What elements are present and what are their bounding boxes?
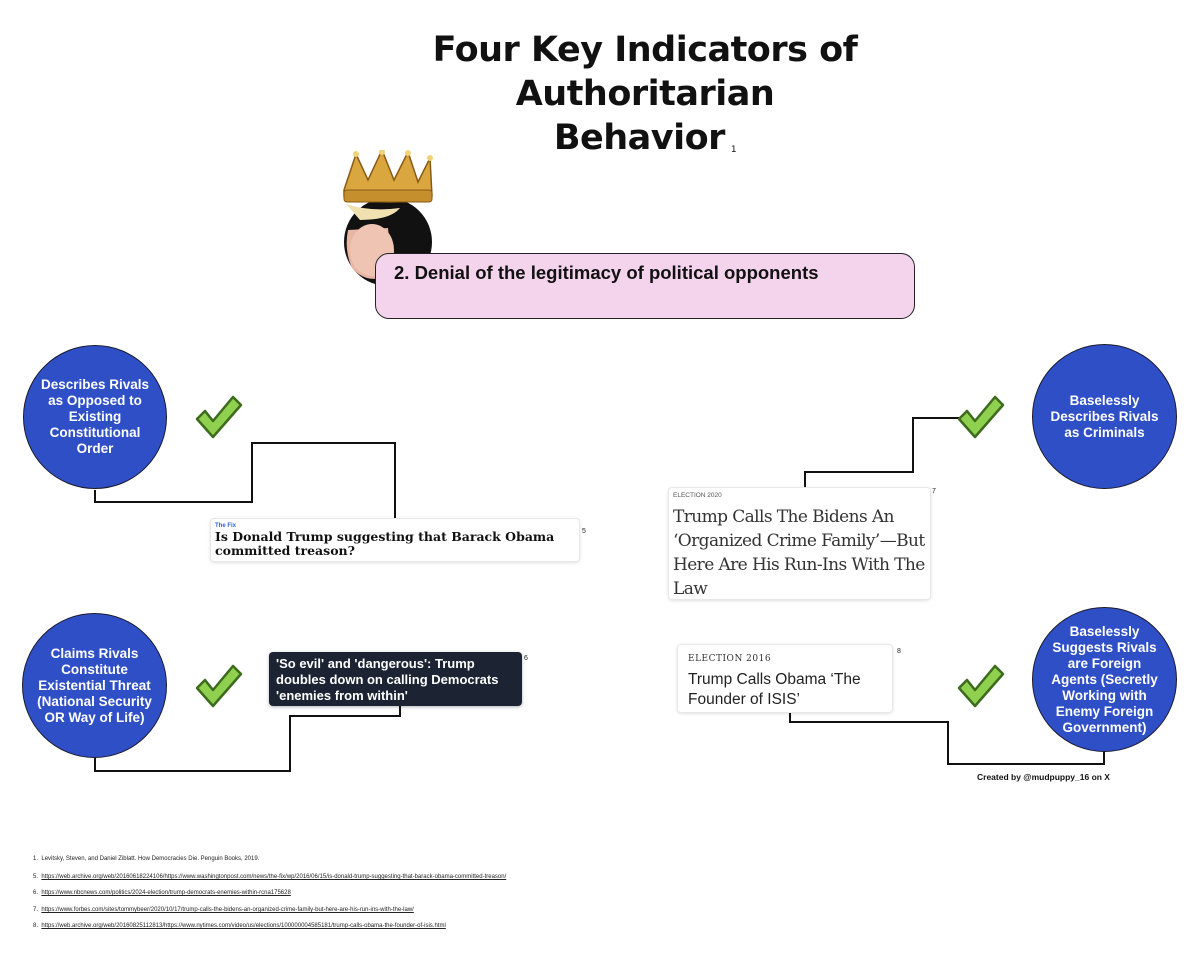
- page-title: Four Key Indicators of Authoritarian Beh…: [300, 28, 990, 160]
- indicator-label: Baselessly Suggests Rivals are Foreign A…: [1051, 623, 1158, 735]
- footnote-ref: 5: [582, 528, 586, 535]
- indicator-existential-threat: Claims Rivals Constitute Existential Thr…: [22, 613, 167, 758]
- card-headline: Trump Calls The Bidens An ‘Organized Cri…: [673, 507, 925, 599]
- check-mark-icon: [195, 664, 243, 708]
- title-line-2: Behavior 1: [300, 116, 990, 160]
- indicator-label: Claims Rivals Constitute Existential Thr…: [37, 645, 152, 725]
- footnote-item[interactable]: 8. https://web.archive.org/web/201608251…: [33, 923, 446, 929]
- footnote-link[interactable]: https://web.archive.org/web/201606182241…: [41, 874, 507, 880]
- footnote-ref: 8: [897, 648, 901, 655]
- footnote-ref: 7: [932, 488, 936, 495]
- check-mark-icon: [957, 664, 1005, 708]
- author-credit: Created by @mudpuppy_16 on X: [977, 772, 1110, 782]
- indicator-opposed-constitutional-order: Describes Rivals as Opposed to Existing …: [23, 345, 167, 489]
- title-line-2-text: Behavior: [553, 118, 726, 158]
- indicator-label: Baselessly Describes Rivals as Criminals: [1050, 392, 1159, 440]
- footnote-item[interactable]: 6. https://www.nbcnews.com/politics/2024…: [33, 890, 291, 896]
- footnote-link[interactable]: https://www.forbes.com/sites/tommybeer/2…: [41, 907, 414, 913]
- connector-forbes: [804, 417, 962, 487]
- connector-nbc: [94, 706, 401, 772]
- footnote-item[interactable]: 5. https://web.archive.org/web/201606182…: [33, 874, 507, 880]
- indicator-rivals-as-criminals: Baselessly Describes Rivals as Criminals: [1032, 344, 1177, 489]
- card-headline: Trump Calls Obama ‘The Founder of ISIS’: [688, 671, 861, 708]
- indicator-heading-box: [375, 253, 915, 319]
- evidence-card-nyt: ELECTION 2016 Trump Calls Obama ‘The Fou…: [678, 645, 892, 712]
- evidence-card-wapo: The Fix Is Donald Trump suggesting that …: [211, 519, 579, 561]
- check-mark-icon: [195, 395, 243, 439]
- title-footnote-marker: 1: [730, 145, 737, 155]
- indicator-heading: 2. Denial of the legitimacy of political…: [394, 262, 819, 283]
- footnote-link[interactable]: https://web.archive.org/web/201608251128…: [41, 923, 446, 929]
- footnote-ref: 6: [524, 655, 528, 662]
- evidence-card-nbc: [269, 652, 522, 706]
- indicator-foreign-agents: Baselessly Suggests Rivals are Foreign A…: [1032, 607, 1177, 752]
- check-mark-icon: [957, 395, 1005, 439]
- card-kicker: ELECTION 2020: [673, 492, 722, 499]
- footnote-link[interactable]: https://www.nbcnews.com/politics/2024-el…: [41, 890, 291, 896]
- connector-nyt: [789, 711, 1105, 765]
- card-headline: 'So evil' and 'dangerous': Trump doubles…: [276, 656, 499, 703]
- evidence-card-forbes: ELECTION 2020 Trump Calls The Bidens An …: [669, 488, 930, 599]
- card-kicker: ELECTION 2016: [688, 654, 772, 664]
- footnote-item: 1. Levitsky, Steven, and Daniel Ziblatt.…: [33, 856, 260, 862]
- footnote-item[interactable]: 7. https://www.forbes.com/sites/tommybee…: [33, 907, 414, 913]
- connector-wapo: [94, 442, 396, 520]
- card-kicker: The Fix: [215, 523, 237, 529]
- title-line-1: Four Key Indicators of Authoritarian: [432, 30, 858, 114]
- indicator-label: Describes Rivals as Opposed to Existing …: [40, 377, 150, 456]
- card-headline: Is Donald Trump suggesting that Barack O…: [215, 529, 555, 558]
